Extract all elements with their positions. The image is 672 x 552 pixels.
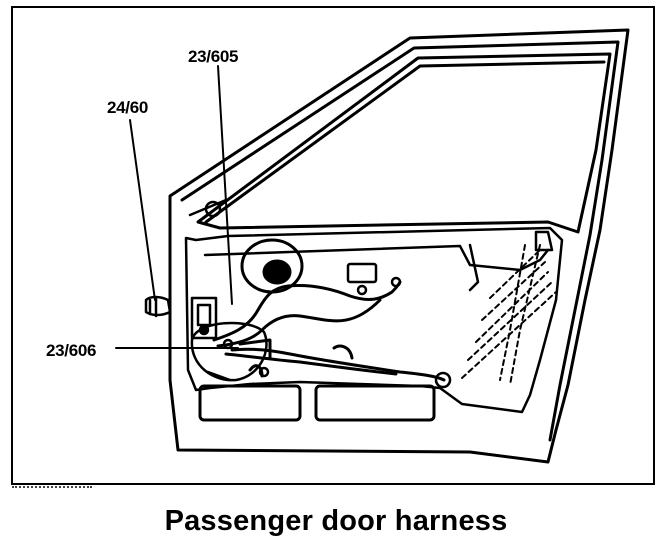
inner-panel xyxy=(184,226,564,414)
diagram-frame xyxy=(11,6,655,485)
callout-24-60: 24/60 xyxy=(107,98,149,117)
leader-lines xyxy=(115,65,239,349)
window-opening xyxy=(196,52,612,234)
wiring-harness xyxy=(212,280,446,382)
door-pockets xyxy=(198,384,436,422)
scan-artifact-dots xyxy=(12,486,92,490)
window-rail xyxy=(461,244,557,386)
door-outline xyxy=(168,28,630,464)
harness-clips xyxy=(222,262,452,389)
callout-23-606: 23/606 xyxy=(46,341,97,360)
mirror-mount xyxy=(188,198,228,218)
hinge-connector-24-60 xyxy=(144,295,172,318)
figure-caption: Passenger door harness xyxy=(164,505,508,537)
callout-23-605: 23/605 xyxy=(188,47,239,66)
lock-assembly xyxy=(190,296,218,340)
